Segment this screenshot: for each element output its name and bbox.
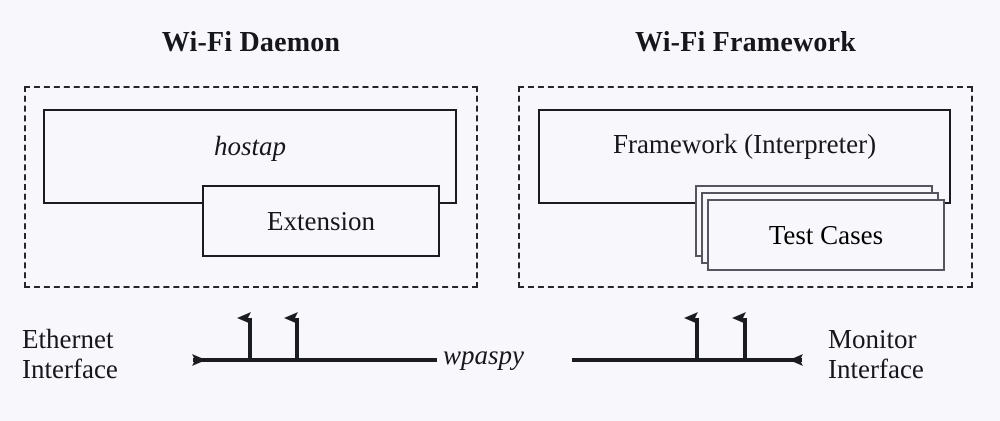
label-monitor-interface-line2: Interface bbox=[828, 354, 924, 385]
wifi-daemon-group-boundary bbox=[24, 86, 478, 288]
label-monitor-interface-line1: Monitor bbox=[828, 324, 917, 354]
label-ethernet-interface-line1: Ethernet bbox=[22, 324, 114, 354]
label-monitor-interface: Monitor Interface bbox=[828, 324, 924, 384]
label-ethernet-interface: Ethernet Interface bbox=[22, 324, 118, 384]
section-title-wifi-daemon: Wi-Fi Daemon bbox=[161, 27, 341, 58]
wifi-framework-group-boundary bbox=[518, 86, 973, 288]
box-framework-interpreter-label: Framework (Interpreter) bbox=[612, 129, 877, 159]
bus-label-wpaspy: wpaspy bbox=[443, 340, 524, 370]
test-cases-card-front: Test Cases bbox=[707, 199, 945, 271]
box-extension-label: Extension bbox=[267, 205, 375, 236]
box-hostap-label: hostap bbox=[213, 131, 286, 161]
box-test-cases-stack: Test Cases bbox=[695, 185, 945, 272]
label-ethernet-interface-line2: Interface bbox=[22, 354, 118, 385]
box-extension: Extension bbox=[202, 185, 440, 257]
box-test-cases-label: Test Cases bbox=[768, 219, 884, 250]
section-title-wifi-framework: Wi-Fi Framework bbox=[635, 27, 856, 58]
